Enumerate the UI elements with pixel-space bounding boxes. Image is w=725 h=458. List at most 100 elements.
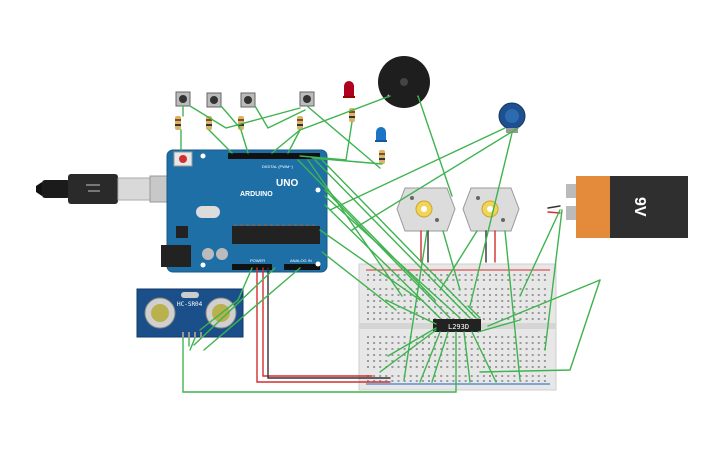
breadboard-hole [367, 312, 369, 314]
breadboard-hole [403, 342, 406, 344]
l293d-ic[interactable]: L293D [433, 319, 481, 332]
breadboard-hole [537, 274, 540, 276]
breadboard-hole [537, 336, 540, 338]
breadboard-hole [415, 312, 418, 314]
breadboard-hole [367, 380, 369, 382]
breadboard-hole [403, 354, 406, 356]
breadboard-hole [397, 360, 400, 362]
resistor[interactable] [297, 116, 303, 130]
breadboard-hole [537, 306, 540, 308]
wire-green [419, 331, 441, 383]
breadboard-hole [397, 375, 400, 377]
breadboard-hole [537, 342, 540, 344]
breadboard-hole [385, 336, 388, 338]
breadboard-hole [537, 366, 540, 368]
breadboard-hole [421, 312, 424, 314]
breadboard-hole [440, 366, 443, 368]
breadboard-hole [495, 336, 498, 338]
breadboard-hole [489, 366, 491, 368]
breadboard-hole [446, 312, 449, 314]
blue-led[interactable] [375, 127, 387, 142]
breadboard-hole [373, 336, 376, 338]
wire-green [324, 204, 441, 319]
breadboard-hole [537, 312, 540, 314]
breadboard-hole [525, 288, 528, 290]
breadboard-hole [537, 318, 540, 320]
breadboard-hole [367, 342, 369, 344]
breadboard-hole [452, 336, 455, 338]
breadboard-hole [501, 348, 504, 350]
breadboard-hole [525, 342, 528, 344]
analog-header[interactable] [284, 264, 320, 270]
wire-green [208, 129, 233, 154]
breadboard-hole [440, 274, 443, 276]
push-button[interactable] [206, 92, 222, 108]
breadboard-hole [513, 360, 516, 362]
dc-motor[interactable] [462, 187, 520, 232]
breadboard-hole [495, 274, 498, 276]
wire-green [189, 105, 301, 129]
piezo-buzzer[interactable]: + - [378, 56, 430, 108]
breadboard-hole [464, 366, 467, 368]
breadboard-hole [409, 306, 412, 308]
breadboard-hole [428, 274, 430, 276]
potentiometer[interactable] [498, 102, 526, 133]
breadboard-hole [519, 274, 522, 276]
breadboard-hole [391, 274, 394, 276]
resistor[interactable] [175, 116, 181, 130]
breadboard-hole [495, 300, 498, 302]
breadboard-hole [513, 306, 516, 308]
breadboard-hole [507, 342, 510, 344]
push-button[interactable] [299, 91, 315, 107]
wire-green [307, 159, 403, 297]
wire-green [182, 331, 457, 393]
breadboard-hole [385, 375, 388, 377]
breadboard-hole [537, 300, 540, 302]
breadboard-hole [489, 375, 491, 377]
breadboard-hole [482, 312, 485, 314]
arduino-uno-board[interactable]: ARDUINO UNO POWER ANALOG IN DIGITAL (PWM… [161, 149, 328, 273]
resistor[interactable] [379, 150, 385, 164]
reset-button[interactable] [179, 155, 187, 163]
breadboard-hole [513, 274, 516, 276]
breadboard-hole [397, 306, 400, 308]
breadboard-hole [415, 306, 418, 308]
breadboard-hole [531, 279, 534, 281]
breadboard-hole [531, 380, 534, 382]
breadboard-hole [385, 342, 388, 344]
breadboard-hole [434, 354, 437, 356]
breadboard-hole [495, 318, 498, 320]
breadboard-hole [415, 375, 418, 377]
arduino-brand: ARDUINO [240, 191, 273, 198]
resistor[interactable] [206, 116, 212, 130]
digital-header[interactable] [228, 153, 320, 159]
breadboard-hole [476, 294, 479, 296]
push-button[interactable] [175, 91, 191, 107]
wire-green [193, 267, 276, 346]
breadboard-hole [519, 348, 522, 350]
dc-motor[interactable] [396, 187, 456, 232]
breadboard-hole [446, 375, 449, 377]
breadboard-hole [531, 360, 534, 362]
breadboard-hole [428, 318, 430, 320]
battery-9v[interactable]: 9V [566, 176, 688, 238]
breadboard-hole [446, 366, 449, 368]
push-button[interactable] [240, 92, 256, 108]
breadboard-hole [397, 300, 400, 302]
breadboard-hole [543, 342, 546, 344]
breadboard-hole [507, 354, 510, 356]
breadboard-hole [501, 294, 504, 296]
breadboard-hole [367, 294, 369, 296]
breadboard-hole [446, 360, 449, 362]
breadboard-hole [367, 306, 369, 308]
breadboard-hole [519, 279, 522, 281]
breadboard-hole [501, 342, 504, 344]
power-header[interactable] [232, 264, 272, 270]
breadboard[interactable] [358, 263, 557, 391]
breadboard-hole [525, 336, 528, 338]
breadboard-hole [476, 354, 479, 356]
breadboard-hole [507, 360, 510, 362]
red-led[interactable] [343, 81, 355, 98]
breadboard-hole [434, 300, 437, 302]
breadboard-hole [464, 336, 467, 338]
